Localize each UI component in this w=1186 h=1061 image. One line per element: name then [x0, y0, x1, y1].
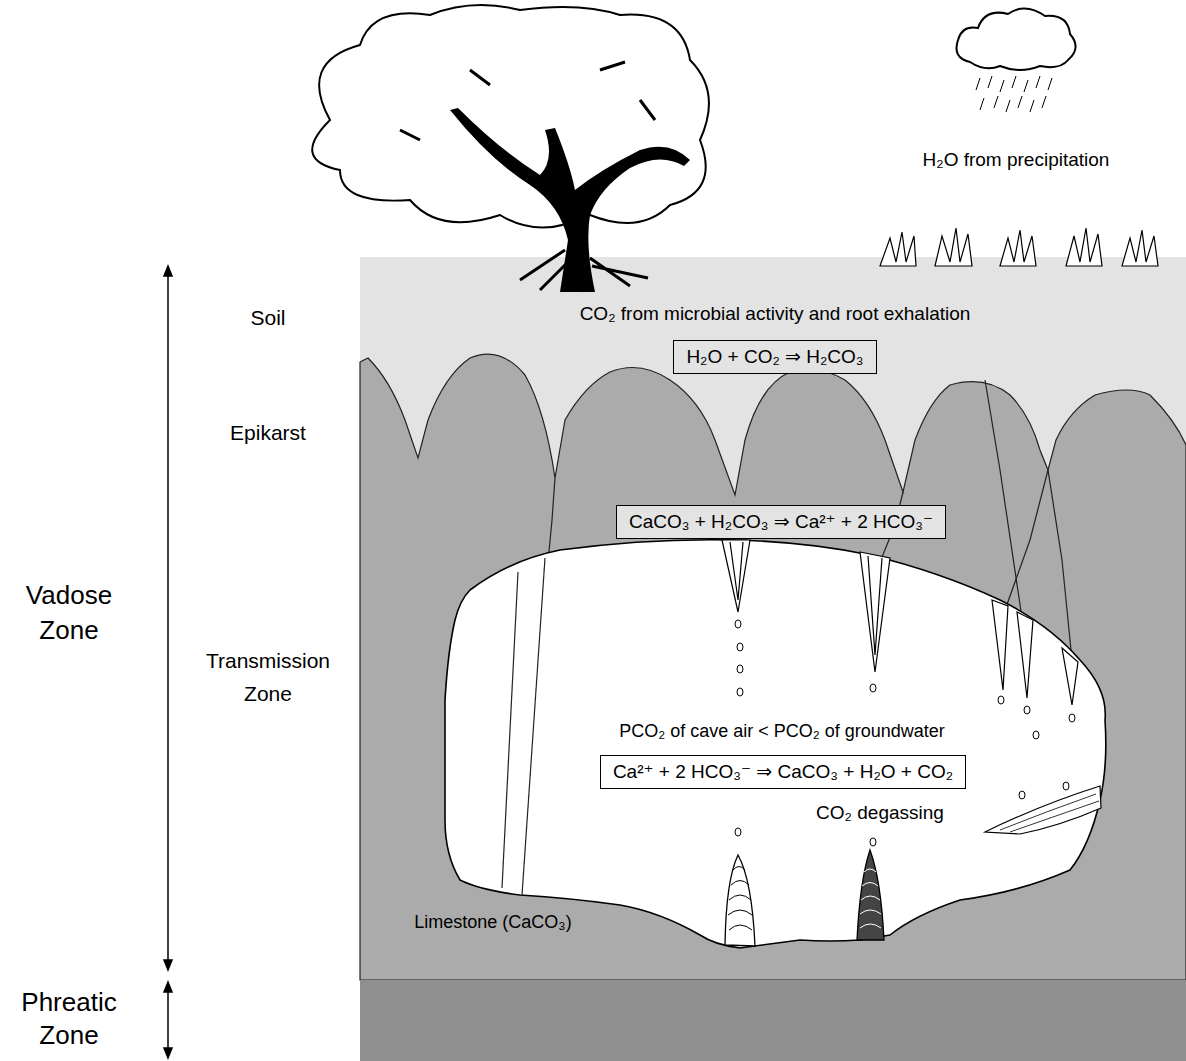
fractures: [548, 478, 555, 562]
zone-label: Vadose Zone: [4, 578, 134, 648]
zone-label: Phreatic Zone: [4, 986, 134, 1051]
water-drops: [1033, 731, 1039, 739]
precipitation-label: H₂O from precipitation: [923, 148, 1110, 172]
equation-text: H₂O + CO₂ ⇒ H₂CO₃: [686, 344, 863, 370]
equation-text: CaCO₃ + H₂CO₃ ⇒ Ca²⁺ + 2 HCO₃⁻: [629, 509, 933, 535]
ground-layers: [360, 980, 1186, 1061]
layer-label: Transmission Zone: [183, 645, 353, 710]
water-drops: [870, 684, 876, 692]
stalagmites: [860, 869, 881, 928]
water-drops: [737, 688, 743, 696]
process-note: CO₂ degassing: [816, 801, 944, 825]
tree: [450, 108, 690, 292]
shrubs: [880, 232, 916, 266]
shrubs: [935, 228, 972, 266]
layer-label: Soil: [250, 305, 285, 331]
cave: [502, 572, 518, 888]
water-drops: [1019, 791, 1025, 799]
flowstone: [1000, 794, 1099, 832]
water-drops: [735, 620, 741, 628]
stalagmites: [725, 850, 884, 946]
stalactites: [1017, 612, 1033, 698]
water-drops: [735, 828, 741, 836]
cave: [445, 540, 1106, 948]
flowstone: [985, 786, 1101, 834]
zone-arrows: [164, 266, 172, 1058]
cave: [522, 558, 545, 895]
zone-arrows: [167, 272, 169, 964]
flowstone: [985, 786, 1101, 834]
stalactites: [868, 556, 882, 655]
tree: [400, 62, 655, 140]
equation-box: H₂O + CO₂ ⇒ H₂CO₃: [673, 340, 876, 374]
rock-label: Limestone (CaCO₃): [414, 911, 571, 934]
stalactites: [1062, 648, 1078, 705]
shrubs: [1122, 230, 1158, 266]
stalagmites: [857, 850, 884, 940]
stalactites: [722, 540, 1078, 705]
tree: [312, 5, 709, 227]
stalagmites: [728, 867, 752, 931]
equation-text: Ca²⁺ + 2 HCO₃⁻ ⇒ CaCO₃ + H₂O + CO₂: [613, 759, 953, 785]
rain-cloud: [976, 76, 1052, 112]
water-drops: [1024, 706, 1030, 714]
stalactites: [722, 540, 750, 612]
rain-cloud: [957, 8, 1076, 112]
equation-box: Ca²⁺ + 2 HCO₃⁻ ⇒ CaCO₃ + H₂O + CO₂: [600, 755, 966, 789]
water-drops: [998, 696, 1004, 704]
water-drops: [870, 838, 876, 846]
tree: [312, 5, 709, 292]
shrubs: [1000, 230, 1036, 266]
water-drops: [737, 665, 743, 673]
stalactites: [730, 542, 743, 600]
rain-cloud: [957, 8, 1076, 70]
tree: [520, 250, 648, 292]
zone-arrows: [167, 988, 169, 1052]
shrubs: [1066, 228, 1102, 266]
water-drops: [737, 643, 743, 651]
zone-arrows: [164, 960, 172, 970]
water-drops: [1069, 714, 1075, 722]
fractures: [1048, 470, 1072, 660]
stalactites: [860, 552, 890, 672]
stalagmites: [725, 855, 755, 946]
fractures: [1005, 470, 1048, 610]
layer-label: Epikarst: [230, 420, 306, 446]
water-drops: [1063, 782, 1069, 790]
cave: [445, 540, 1106, 948]
ground-layers: [360, 257, 1186, 980]
zone-arrows: [164, 266, 172, 276]
process-note: PCO₂ of cave air < PCO₂ of groundwater: [619, 720, 945, 743]
process-note: CO₂ from microbial activity and root exh…: [580, 302, 971, 326]
zone-arrows: [164, 982, 172, 992]
fractures: [985, 380, 1022, 618]
ground-layers: [360, 257, 1186, 1061]
stalactites: [992, 600, 1008, 690]
ground-layers: [360, 354, 1186, 980]
zone-arrows: [164, 1048, 172, 1058]
equation-box: CaCO₃ + H₂CO₃ ⇒ Ca²⁺ + 2 HCO₃⁻: [616, 505, 946, 539]
shrubs: [880, 228, 1158, 266]
